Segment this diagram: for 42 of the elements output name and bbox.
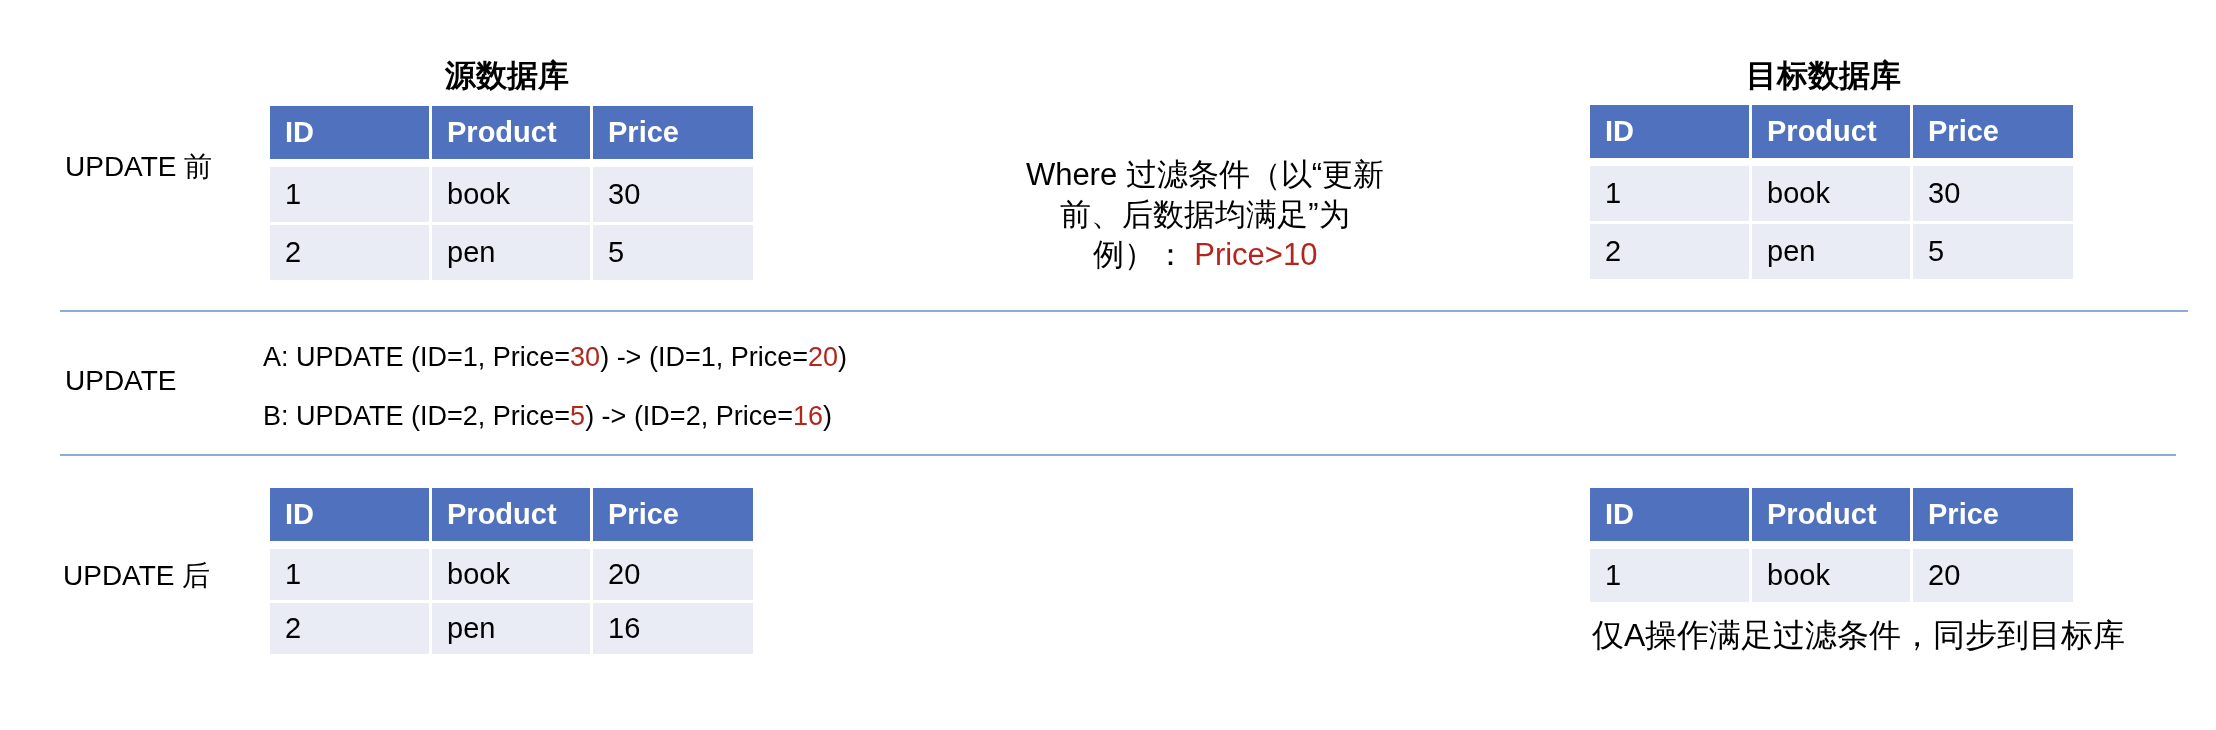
table-header-cell: ID [1590, 105, 1749, 158]
table-cell: book [432, 167, 590, 222]
table-cell: 20 [593, 549, 753, 600]
table-header-cell: Price [1913, 488, 2073, 541]
table-cell: 2 [270, 603, 429, 654]
row-label: UPDATE [65, 364, 177, 398]
table-cell: pen [1752, 224, 1910, 279]
row-label: UPDATE 前 [65, 150, 213, 184]
table-cell: 2 [270, 225, 429, 280]
table-title: 目标数据库 [1745, 56, 1901, 94]
table-cell: pen [432, 603, 590, 654]
table-header-cell: Product [1752, 105, 1910, 158]
filter-condition-note: Where 过滤条件（以“更新前、后数据均满足”为例）： Price>10 [1024, 156, 1386, 274]
table-cell: 20 [1913, 549, 2073, 602]
table-cell: book [432, 549, 590, 600]
table-header-cell: Product [432, 106, 590, 159]
table-header-cell: Price [593, 488, 753, 541]
table-cell: book [1752, 166, 1910, 221]
table-header-cell: Product [432, 488, 590, 541]
table-cell: 30 [1913, 166, 2073, 221]
table-cell: 1 [1590, 549, 1749, 602]
table-header-cell: Product [1752, 488, 1910, 541]
update-statement: B: UPDATE (ID=2, Price=5) -> (ID=2, Price=16) [263, 400, 832, 433]
table-cell: 2 [1590, 224, 1749, 279]
row-label: UPDATE 后 [63, 559, 211, 593]
table-cell: 5 [593, 225, 753, 280]
table-header-cell: Price [1913, 105, 2073, 158]
table-cell: 16 [593, 603, 753, 654]
table-cell: 1 [270, 549, 429, 600]
table-cell: pen [432, 225, 590, 280]
sync-note: 仅A操作满足过滤条件，同步到目标库 [1592, 616, 2126, 655]
table-header-cell: ID [270, 106, 429, 159]
table-title: 源数据库 [445, 56, 569, 94]
table-cell: 1 [270, 167, 429, 222]
table-header-cell: ID [270, 488, 429, 541]
table-header-cell: ID [1590, 488, 1749, 541]
table-cell: 30 [593, 167, 753, 222]
table-cell: 1 [1590, 166, 1749, 221]
table-cell: 5 [1913, 224, 2073, 279]
update-statement: A: UPDATE (ID=1, Price=30) -> (ID=1, Price=20) [263, 341, 847, 374]
table-header-cell: Price [593, 106, 753, 159]
table-cell: book [1752, 549, 1910, 602]
